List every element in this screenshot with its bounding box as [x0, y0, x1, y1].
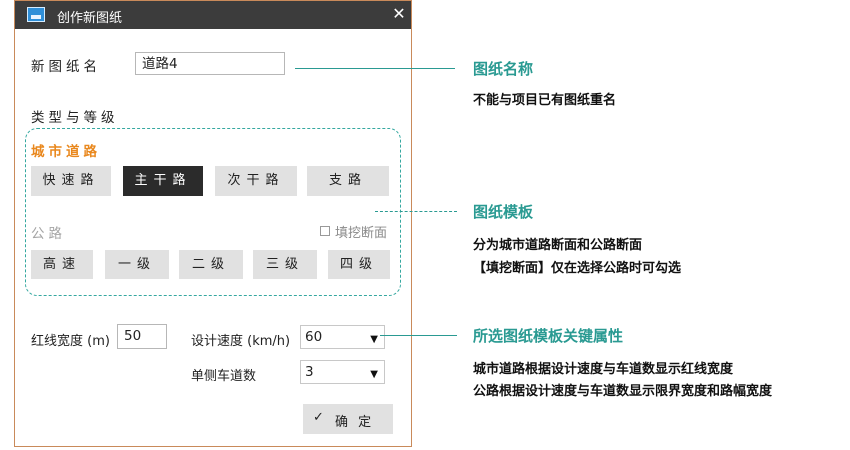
ok-button[interactable]: ✓ 确 定 [303, 404, 393, 434]
urban-road-label: 城市道路 [31, 144, 101, 160]
leader-line-attributes [380, 335, 457, 336]
annotation-name-title: 图纸名称 [473, 60, 534, 78]
lanes-value: 3 [305, 364, 314, 380]
name-label: 新图纸名 [31, 59, 101, 75]
create-drawing-dialog: 创作新图纸 ✕ 新图纸名 道路4 类型与等级 城市道路 快速路 主干路 次干路 … [14, 0, 412, 447]
annotation-name-text: 不能与项目已有图纸重名 [473, 93, 617, 108]
urban-expressway-button[interactable]: 快速路 [31, 166, 111, 196]
dialog-title: 创作新图纸 [57, 11, 123, 26]
design-speed-select[interactable]: 60 ▼ [300, 325, 385, 349]
highway-grade3-button[interactable]: 三级 [253, 250, 317, 279]
dropdown-arrow-icon: ▼ [370, 369, 378, 380]
fill-cut-label[interactable]: 填挖断面 [335, 226, 388, 241]
urban-secondary-button[interactable]: 次干路 [215, 166, 297, 196]
annotation-template-text-1: 分为城市道路断面和公路断面 [473, 238, 643, 253]
red-line-width-label: 红线宽度 (m) [31, 334, 110, 349]
urban-branch-button[interactable]: 支路 [307, 166, 389, 196]
annotation-attributes-title: 所选图纸模板关键属性 [473, 327, 624, 345]
design-speed-value: 60 [305, 329, 323, 345]
template-group [25, 128, 401, 296]
design-speed-label: 设计速度 (km/h) [191, 334, 291, 349]
lanes-select[interactable]: 3 ▼ [300, 360, 385, 384]
lanes-label: 单侧车道数 [191, 369, 257, 384]
leader-line-name [295, 68, 455, 69]
annotation-attributes-text-1: 城市道路根据设计速度与车道数显示红线宽度 [473, 362, 734, 377]
check-icon: ✓ [313, 410, 324, 425]
annotation-attributes-text-2: 公路根据设计速度与车道数显示限界宽度和路幅宽度 [473, 384, 773, 399]
leader-line-template [375, 211, 457, 212]
dropdown-arrow-icon: ▼ [370, 334, 378, 345]
drawing-name-input[interactable]: 道路4 [135, 52, 285, 75]
red-line-width-input[interactable]: 50 [117, 324, 167, 349]
annotation-template-text-2: 【填挖断面】仅在选择公路时可勾选 [473, 261, 682, 276]
close-button[interactable]: ✕ [392, 4, 406, 23]
image-icon [27, 7, 45, 22]
urban-arterial-button[interactable]: 主干路 [123, 166, 203, 196]
type-grade-label: 类型与等级 [31, 110, 119, 126]
highway-grade1-button[interactable]: 一级 [105, 250, 169, 279]
fill-cut-checkbox[interactable] [320, 226, 330, 236]
annotation-template-title: 图纸模板 [473, 203, 534, 221]
title-bar[interactable]: 创作新图纸 ✕ [15, 1, 411, 29]
highway-grade4-button[interactable]: 四级 [328, 250, 390, 279]
highway-grade2-button[interactable]: 二级 [179, 250, 243, 279]
highway-label: 公路 [31, 226, 66, 242]
highway-expressway-button[interactable]: 高速 [31, 250, 93, 279]
ok-label: 确 定 [335, 415, 375, 430]
